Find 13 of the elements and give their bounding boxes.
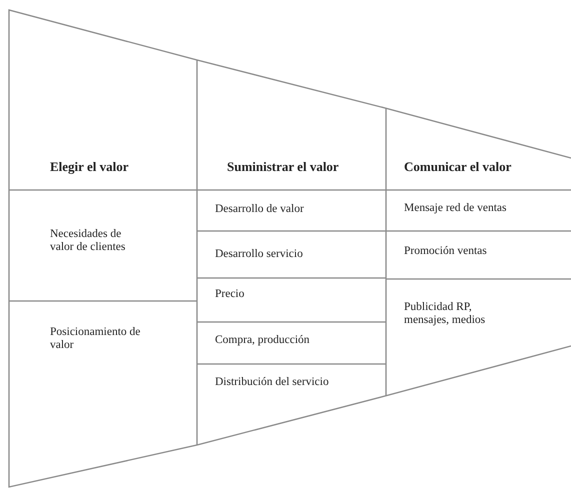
cell-text: Necesidades de valor de clientes bbox=[50, 228, 126, 254]
cell-text: Mensaje red de ventas bbox=[404, 202, 508, 215]
cell-text: Desarrollo de valor bbox=[215, 203, 305, 216]
column-heading: Comunicar el valor bbox=[404, 160, 512, 173]
cell-text: Promoción ventas bbox=[404, 245, 488, 258]
cell-text: Precio bbox=[215, 288, 246, 301]
column-heading: Suministrar el valor bbox=[227, 160, 340, 173]
cell-text: Compra, producción bbox=[215, 334, 311, 347]
cell-text: Distribución del servicio bbox=[215, 376, 330, 389]
cell-text: Publicidad RP, mensajes, medios bbox=[404, 301, 486, 327]
column-heading: Elegir el valor bbox=[50, 160, 130, 173]
cell-text: Posicionamiento de valor bbox=[50, 326, 142, 352]
cell-text: Desarrollo servicio bbox=[215, 248, 304, 261]
